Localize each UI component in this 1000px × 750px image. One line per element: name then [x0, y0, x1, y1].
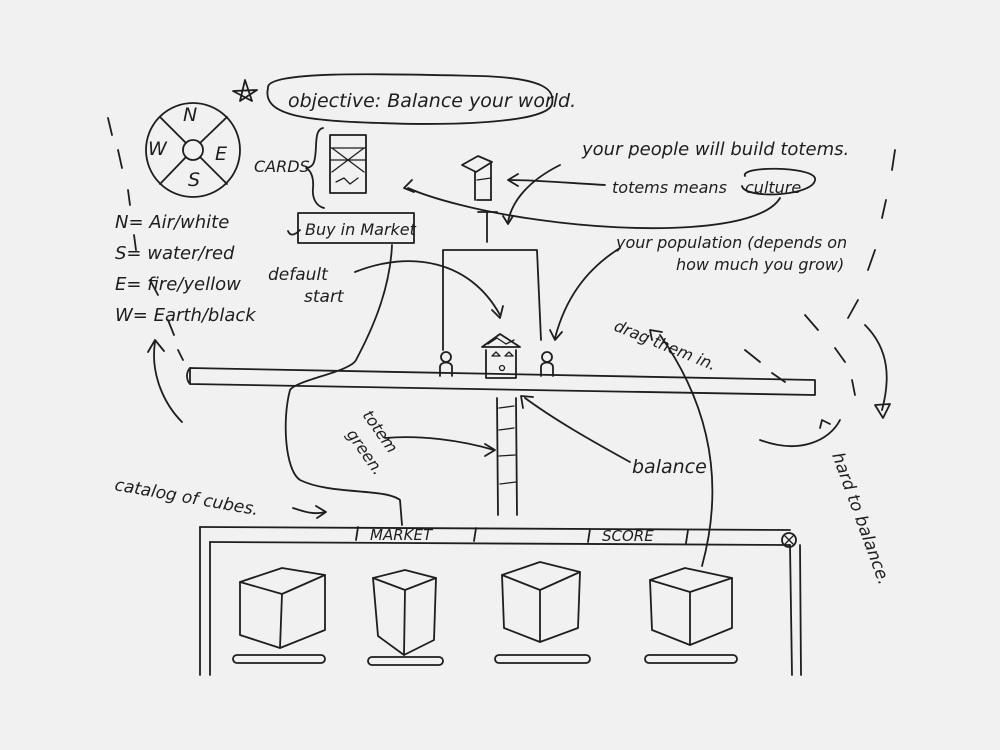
legend-item: E= fire/yellow: [115, 274, 241, 295]
catalog-label: catalog of cubes.: [113, 475, 260, 520]
objective-bubble: [266, 73, 554, 125]
default-start-2: start: [304, 287, 345, 307]
house-icon: [481, 333, 521, 379]
buy-in-market-text: Buy in Market: [305, 220, 417, 239]
close-icon[interactable]: [781, 532, 797, 548]
cards-group: CARDS Buy in Market: [254, 127, 417, 244]
balance-label: balance: [632, 456, 707, 478]
hard-to-balance: hard to balance.: [827, 450, 893, 588]
legend-item: N= Air/white: [115, 212, 229, 233]
element-legend: N= Air/white S= water/red E= fire/yellow…: [115, 212, 257, 326]
compass-w: W: [148, 138, 168, 160]
bottom-panel: MARKET SCORE: [199, 526, 802, 676]
drag-them-in: drag them in.: [612, 316, 720, 374]
person-icon: [540, 351, 554, 377]
cube-icon[interactable]: [367, 569, 444, 666]
cards-label: CARDS: [254, 157, 310, 176]
totems-means: totems means: [612, 178, 727, 197]
compass-e: E: [215, 143, 227, 165]
totems-note: your people will build totems.: [581, 139, 849, 160]
compass-s: S: [188, 169, 200, 191]
objective-text: objective: Balance your world.: [288, 90, 576, 112]
rotate-left-arrow: [107, 117, 184, 423]
totem-icon: [461, 155, 493, 201]
population-note-1: your population (depends on: [615, 233, 847, 252]
default-start-1: default: [268, 265, 329, 285]
compass-icon: N S E W: [145, 102, 241, 198]
cube-icon[interactable]: [494, 561, 591, 664]
cube-icon[interactable]: [644, 567, 738, 664]
culture-word: culture: [745, 178, 801, 197]
star-icon: [232, 79, 258, 102]
totem-column: [496, 397, 518, 516]
market-tab[interactable]: MARKET: [370, 526, 434, 544]
score-tab[interactable]: SCORE: [602, 527, 654, 545]
population-note-2: how much you grow): [676, 255, 844, 274]
compass-n: N: [183, 104, 197, 126]
balance-beam: [186, 367, 816, 396]
card-icon: [329, 134, 367, 194]
person-icon: [439, 351, 453, 377]
buy-in-market-box: [297, 212, 415, 244]
rotate-right-arrow: [744, 149, 896, 447]
cube-icon[interactable]: [232, 567, 326, 664]
legend-item: S= water/red: [115, 243, 235, 264]
legend-item: W= Earth/black: [115, 305, 257, 326]
objective-group: objective: Balance your world.: [232, 73, 576, 125]
